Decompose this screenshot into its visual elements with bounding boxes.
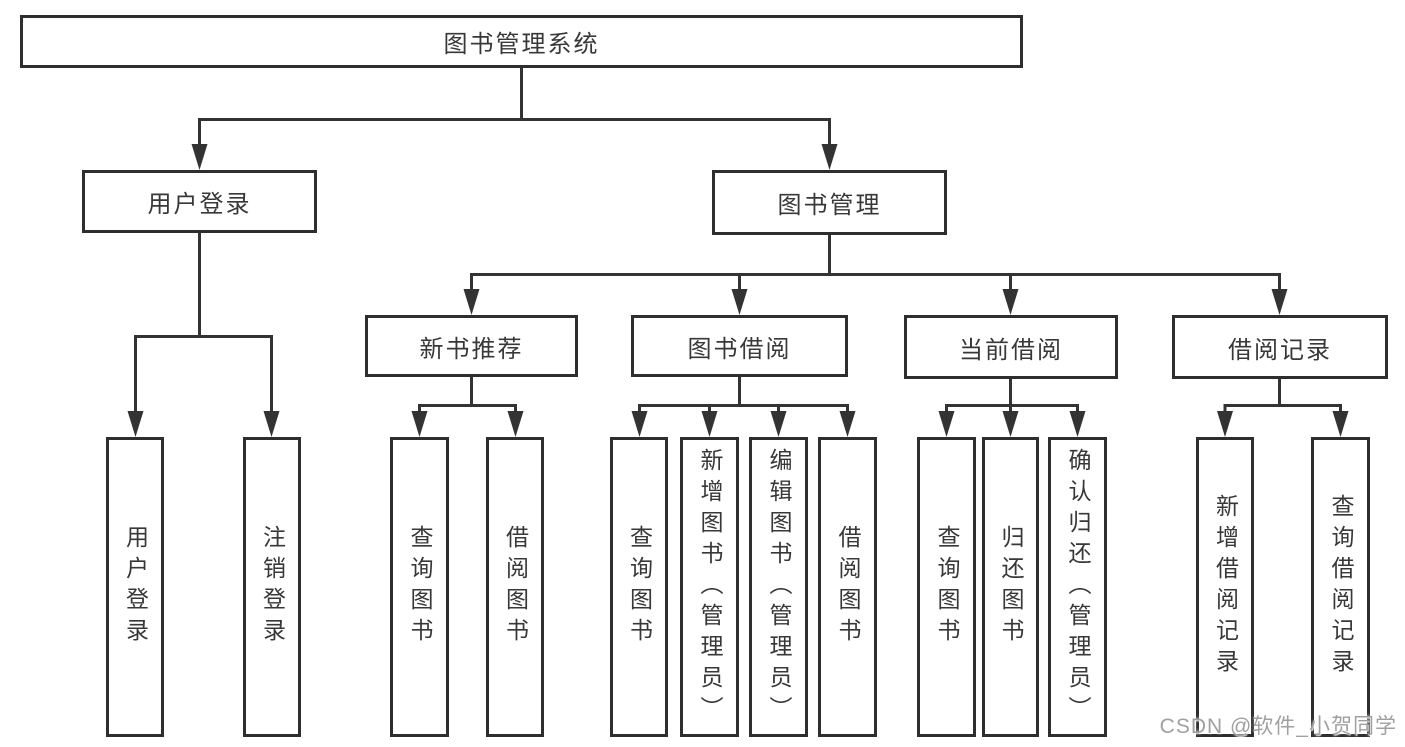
leaf-borrow-edit-books-label: 编辑图书（管理员） [766, 447, 792, 727]
leaf-current-query-books: 查询图书 [917, 437, 976, 737]
leaf-recommend-query-books: 查询图书 [390, 437, 449, 737]
node-borrow-records-label: 借阅记录 [1228, 336, 1332, 364]
node-root-label: 图书管理系统 [443, 31, 600, 58]
leaf-user-login-label: 用户登录 [122, 525, 149, 649]
leaf-borrow-borrow-books: 借阅图书 [818, 437, 877, 737]
leaf-current-confirm-return: 确认归还（管理员） [1048, 437, 1107, 737]
leaf-records-add-record: 新增借阅记录 [1196, 437, 1254, 737]
node-book-borrow-label: 图书借阅 [687, 335, 792, 363]
leaf-records-query-record: 查询借阅记录 [1311, 437, 1370, 737]
leaf-current-return-books: 归还图书 [982, 437, 1039, 737]
leaf-borrow-query-books: 查询图书 [610, 437, 668, 737]
node-user-login-label: 用户登录 [147, 191, 252, 218]
node-book-management: 图书管理 [712, 170, 947, 235]
node-new-book-recommend-label: 新书推荐 [419, 335, 524, 363]
leaf-current-return-books-label: 归还图书 [998, 525, 1024, 649]
leaf-borrow-edit-books: 编辑图书（管理员） [749, 437, 808, 737]
leaf-logout-label: 注销登录 [259, 525, 286, 649]
node-borrow-records: 借阅记录 [1172, 315, 1388, 379]
leaf-borrow-add-books: 新增图书（管理员） [680, 437, 739, 737]
node-user-login: 用户登录 [82, 170, 317, 233]
node-new-book-recommend: 新书推荐 [365, 315, 578, 377]
node-current-borrow: 当前借阅 [904, 315, 1118, 379]
leaf-borrow-query-books-label: 查询图书 [626, 525, 653, 649]
leaf-recommend-query-books-label: 查询图书 [407, 525, 433, 649]
node-book-borrow: 图书借阅 [631, 315, 848, 377]
arrowheads [127, 144, 1349, 437]
node-book-management-label: 图书管理 [777, 192, 882, 219]
leaf-borrow-add-books-label: 新增图书（管理员） [697, 447, 723, 727]
leaf-user-login: 用户登录 [106, 437, 164, 737]
node-current-borrow-label: 当前借阅 [959, 336, 1063, 364]
leaf-current-confirm-return-label: 确认归还（管理员） [1065, 447, 1091, 727]
leaf-records-query-record-label: 查询借阅记录 [1328, 494, 1354, 680]
leaf-recommend-borrow-books: 借阅图书 [486, 437, 544, 737]
leaf-current-query-books-label: 查询图书 [934, 525, 960, 649]
leaf-logout: 注销登录 [243, 437, 301, 737]
node-root-system: 图书管理系统 [20, 15, 1023, 68]
leaf-recommend-borrow-books-label: 借阅图书 [502, 525, 529, 649]
leaf-records-add-record-label: 新增借阅记录 [1212, 494, 1239, 680]
leaf-borrow-borrow-books-label: 借阅图书 [835, 525, 861, 649]
csdn-watermark: CSDN @软件_小贺同学 [1159, 715, 1397, 738]
